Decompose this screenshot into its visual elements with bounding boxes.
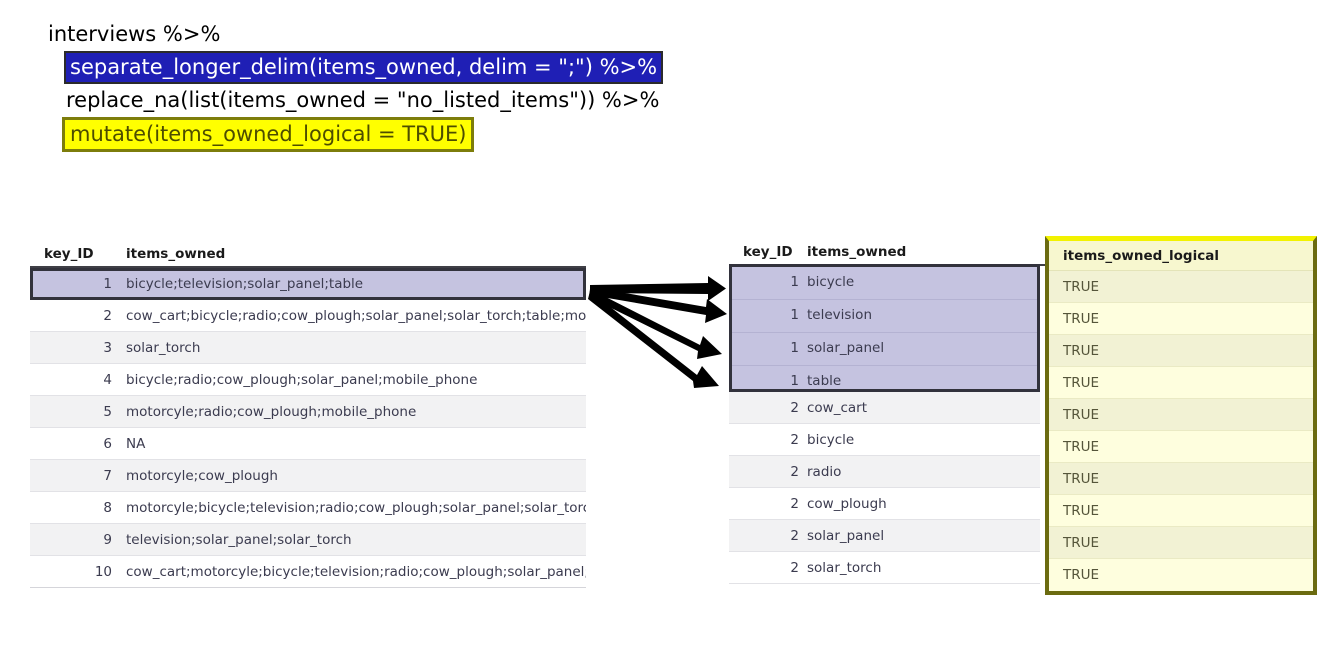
logical-cell[interactable]: TRUE [1049, 335, 1313, 367]
table-row[interactable]: 2 solar_panel [729, 520, 1040, 552]
cell-items-owned: motorcyle;cow_plough [126, 468, 278, 484]
result-table-body: 1 bicycle 1 television 1 solar_panel 1 t… [729, 264, 1040, 584]
cell-key-id: 4 [103, 372, 112, 388]
code-line-3: replace_na(list(items_owned = "no_listed… [46, 84, 663, 117]
cell-key-id: 8 [103, 500, 112, 516]
cell-key-id: 2 [790, 464, 799, 480]
arrows-svg [588, 276, 727, 388]
logical-column-header: items_owned_logical [1049, 241, 1313, 271]
cell-key-id: 2 [790, 432, 799, 448]
logical-cell[interactable]: TRUE [1049, 559, 1313, 591]
table-row[interactable]: 4 bicycle;radio;cow_plough;solar_panel;m… [30, 364, 586, 396]
code-line-1: interviews %>% [46, 18, 663, 51]
table-row[interactable]: 1 table [729, 360, 1040, 392]
table-row[interactable]: 1 television [729, 296, 1040, 328]
logical-cell[interactable]: TRUE [1049, 399, 1313, 431]
cell-items-owned: cow_plough [807, 496, 887, 512]
code-line-2-text: separate_longer_delim(items_owned, delim… [64, 51, 664, 84]
result-table-header: key_ID items_owned [729, 244, 1055, 266]
code-line-2: separate_longer_delim(items_owned, delim… [46, 51, 664, 84]
cell-key-id: 1 [790, 336, 799, 352]
table-row[interactable]: 2 cow_cart;bicycle;radio;cow_plough;sola… [30, 300, 586, 332]
code-line-4: mutate(items_owned_logical = TRUE) [46, 117, 663, 152]
cell-items-owned: solar_panel [807, 336, 885, 352]
logical-cell[interactable]: TRUE [1049, 463, 1313, 495]
cell-items-owned: solar_torch [126, 340, 201, 356]
table-row[interactable]: 2 cow_plough [729, 488, 1040, 520]
table-row[interactable]: 1 bicycle [729, 264, 1040, 296]
cell-key-id: 2 [790, 528, 799, 544]
table-row[interactable]: 6 NA [30, 428, 586, 460]
table-row[interactable]: 1 bicycle;television;solar_panel;table [30, 268, 586, 300]
cell-key-id: 7 [103, 468, 112, 484]
logical-cell[interactable]: TRUE [1049, 527, 1313, 559]
cell-items-owned: radio [807, 464, 842, 480]
source-table-body: 1 bicycle;television;solar_panel;table 2… [30, 268, 586, 588]
cell-items-owned: motorcyle;radio;cow_plough;mobile_phone [126, 404, 417, 420]
cell-key-id: 2 [790, 560, 799, 576]
table-row[interactable]: 7 motorcyle;cow_plough [30, 460, 586, 492]
table-row[interactable]: 2 radio [729, 456, 1040, 488]
cell-key-id: 1 [790, 368, 799, 384]
logical-cell[interactable]: TRUE [1049, 271, 1313, 303]
cell-key-id: 5 [103, 404, 112, 420]
logical-cell[interactable]: TRUE [1049, 303, 1313, 335]
table-row[interactable]: 1 solar_panel [729, 328, 1040, 360]
cell-items-owned: television;solar_panel;solar_torch [126, 532, 352, 548]
cell-key-id: 1 [790, 304, 799, 320]
source-header-items-owned: items_owned [126, 246, 226, 262]
cell-items-owned: bicycle;radio;cow_plough;solar_panel;mob… [126, 372, 478, 388]
arrow-1 [590, 276, 726, 301]
table-row[interactable]: 9 television;solar_panel;solar_torch [30, 524, 586, 556]
items-owned-logical-column: items_owned_logical TRUE TRUE TRUE TRUE … [1045, 236, 1317, 595]
fan-out-arrows [580, 265, 740, 400]
cell-key-id: 2 [790, 496, 799, 512]
table-row[interactable]: 2 solar_torch [729, 552, 1040, 584]
code-line-1-text: interviews %>% [48, 22, 221, 46]
cell-items-owned: bicycle [807, 432, 855, 448]
table-row[interactable]: 2 bicycle [729, 424, 1040, 456]
table-row[interactable]: 3 solar_torch [30, 332, 586, 364]
logical-cell[interactable]: TRUE [1049, 431, 1313, 463]
cell-items-owned: solar_panel [807, 528, 885, 544]
logical-cell[interactable]: TRUE [1049, 495, 1313, 527]
result-header-key-id: key_ID [743, 244, 793, 260]
code-line-4-text: mutate(items_owned_logical = TRUE) [62, 117, 475, 152]
cell-items-owned: NA [126, 436, 146, 452]
cell-items-owned: television [807, 304, 872, 320]
source-table-header: key_ID items_owned [30, 246, 586, 268]
cell-items-owned: cow_cart;bicycle;radio;cow_plough;solar_… [126, 308, 586, 324]
table-row[interactable]: 10 cow_cart;motorcyle;bicycle;television… [30, 556, 586, 588]
cell-key-id: 2 [103, 308, 112, 324]
cell-items-owned: bicycle;television;solar_panel;table [126, 276, 364, 292]
table-row[interactable]: 8 motorcyle;bicycle;television;radio;cow… [30, 492, 586, 524]
arrow-2 [590, 287, 727, 323]
code-line-3-text: replace_na(list(items_owned = "no_listed… [66, 88, 660, 112]
cell-key-id: 1 [103, 276, 112, 292]
cell-key-id: 2 [790, 400, 799, 416]
cell-items-owned: bicycle [807, 272, 855, 288]
cell-items-owned: solar_torch [807, 560, 882, 576]
result-header-items-owned: items_owned [807, 244, 907, 260]
cell-key-id: 1 [790, 272, 799, 288]
logical-cell[interactable]: TRUE [1049, 367, 1313, 399]
arrow-4 [588, 291, 719, 388]
arrow-3 [589, 289, 722, 359]
source-table: key_ID items_owned 1 bicycle;television;… [30, 246, 586, 588]
cell-items-owned: cow_cart;motorcyle;bicycle;television;ra… [126, 564, 586, 580]
source-header-key-id: key_ID [44, 246, 94, 262]
cell-key-id: 3 [103, 340, 112, 356]
cell-key-id: 6 [103, 436, 112, 452]
cell-key-id: 9 [103, 532, 112, 548]
cell-items-owned: cow_cart [807, 400, 868, 416]
cell-key-id: 10 [94, 564, 112, 580]
cell-items-owned: table [807, 368, 842, 384]
code-block: interviews %>% separate_longer_delim(ite… [46, 18, 664, 152]
cell-items-owned: motorcyle;bicycle;television;radio;cow_p… [126, 500, 586, 516]
table-row[interactable]: 2 cow_cart [729, 392, 1040, 424]
table-row[interactable]: 5 motorcyle;radio;cow_plough;mobile_phon… [30, 396, 586, 428]
result-table: key_ID items_owned 1 bicycle 1 televisio… [729, 244, 1055, 584]
